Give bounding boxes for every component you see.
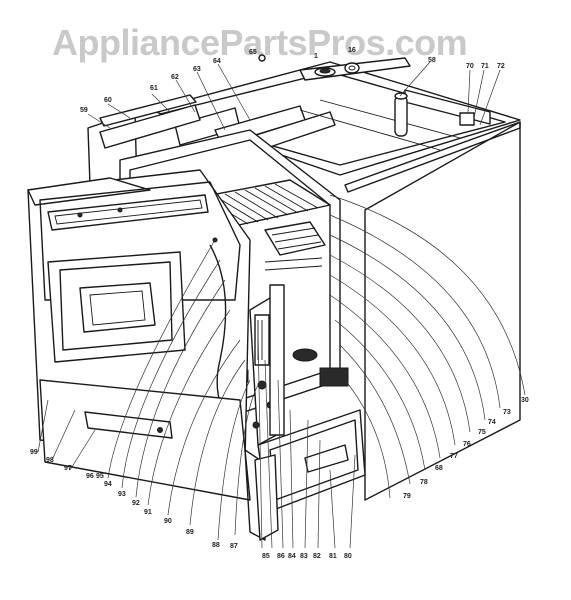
callout-58: 58 (428, 57, 436, 64)
callout-83: 83 (300, 553, 308, 560)
oven-door-handle (47, 194, 209, 231)
part-53-tube (394, 92, 408, 137)
callout-1: 1 (314, 53, 318, 60)
callout-68: 68 (435, 465, 443, 472)
callout-72: 72 (497, 63, 505, 70)
top-small-parts (258, 54, 475, 126)
top-frame-assembly (149, 57, 521, 176)
callout-93: 93 (118, 491, 126, 498)
callout-65: 65 (249, 49, 257, 56)
callout-81: 81 (329, 553, 337, 560)
callout-90: 90 (164, 518, 172, 525)
callout-88: 88 (212, 542, 220, 549)
oven-rack-lower (264, 221, 326, 271)
callout-80: 80 (344, 553, 352, 560)
callout-92: 92 (132, 500, 140, 507)
callout-77: 77 (450, 453, 458, 460)
callout-59: 59 (80, 107, 88, 114)
leader-lines (37, 61, 526, 549)
callout-76: 76 (463, 441, 471, 448)
callout-79: 79 (403, 493, 411, 500)
callout-86: 86 (277, 553, 285, 560)
callout-75: 75 (478, 429, 486, 436)
callout-labels: 59 60 61 62 63 64 65 1 16 58 70 71 72 30… (30, 47, 529, 560)
callout-60: 60 (104, 97, 112, 104)
callout-94: 94 (104, 481, 112, 488)
callout-73: 73 (503, 409, 511, 416)
callout-95: 95 (96, 473, 104, 480)
callout-84: 84 (288, 553, 296, 560)
callout-89: 89 (186, 529, 194, 536)
callout-85: 85 (262, 553, 270, 560)
callout-78: 78 (420, 479, 428, 486)
callout-97: 97 (64, 465, 72, 472)
callout-16: 16 (348, 47, 356, 54)
callout-96: 96 (86, 473, 94, 480)
callout-91: 91 (144, 509, 152, 516)
callout-99: 99 (30, 449, 38, 456)
callout-64: 64 (213, 58, 221, 65)
callout-62: 62 (171, 74, 179, 81)
callout-61: 61 (150, 85, 158, 92)
callout-71: 71 (481, 63, 489, 70)
callout-70: 70 (466, 63, 474, 70)
callout-30: 30 (521, 397, 529, 404)
oven-door-window (47, 251, 186, 363)
callout-82: 82 (313, 553, 321, 560)
callout-98: 98 (46, 457, 54, 464)
callout-74: 74 (488, 419, 496, 426)
right-side-panel-73 (344, 121, 521, 501)
callout-63: 63 (193, 66, 201, 73)
callout-87: 87 (230, 543, 238, 550)
